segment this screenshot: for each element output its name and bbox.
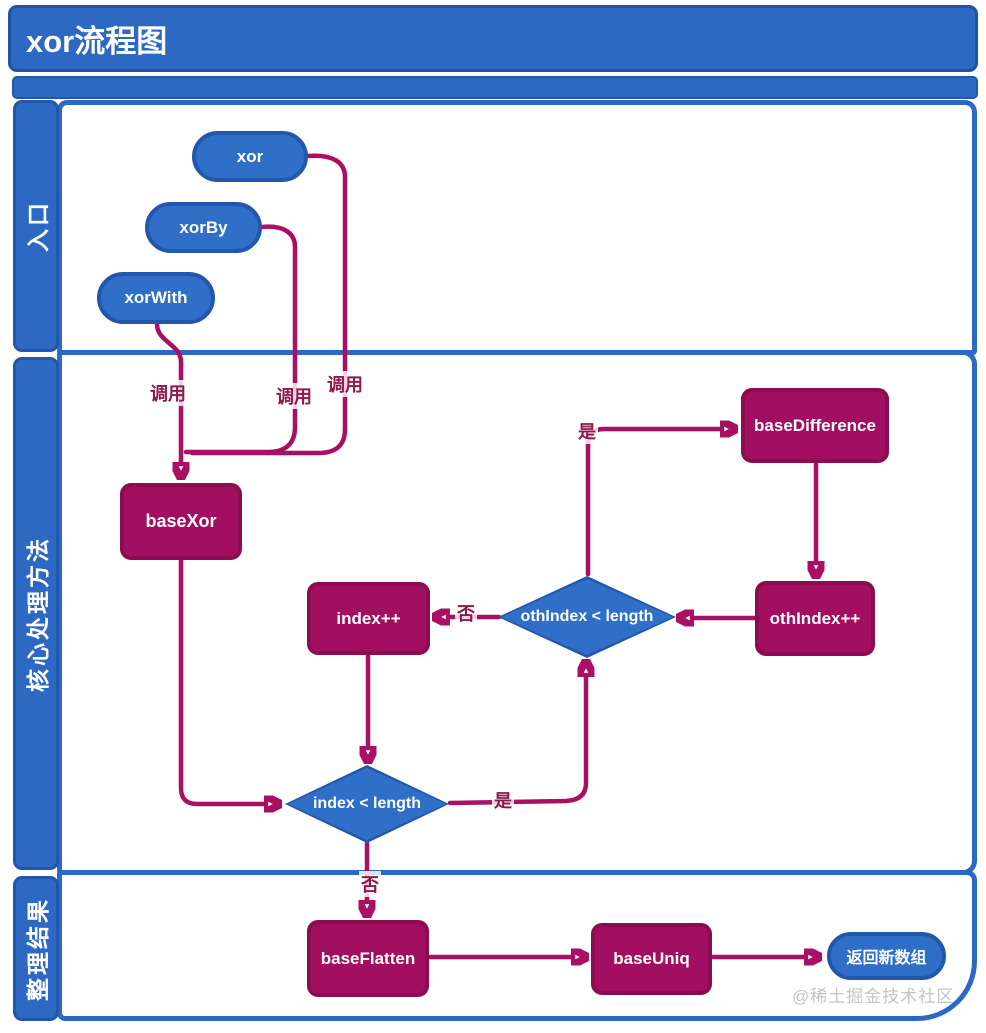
edge-othindexcond-yes-to-basedifference	[585, 429, 722, 577]
edge-xor-join	[189, 153, 348, 456]
node-xorby[interactable]: xorBy	[145, 202, 262, 253]
lane-label-core: 核心处理方法	[13, 357, 59, 870]
node-return-new-array[interactable]: 返回新数组	[827, 932, 946, 980]
edge-indexcond-yes-to-othindexcond	[447, 675, 586, 806]
node-baseflatten[interactable]: baseFlatten	[307, 920, 429, 997]
edge-label-call-xorwith: 调用	[148, 380, 188, 406]
node-basedifference[interactable]: baseDifference	[741, 388, 889, 463]
edge-xorby-join	[183, 224, 298, 455]
node-index-inc[interactable]: index++	[307, 582, 430, 655]
lane-label-entry: 入口	[13, 100, 59, 352]
lane-label-result: 整理结果	[13, 876, 59, 1021]
lane-result-area	[57, 870, 977, 1021]
title-bar: xor流程图	[8, 5, 978, 72]
edge-label-no-othindex: 否	[455, 600, 477, 626]
edge-label-yes-othindex: 是	[576, 418, 598, 444]
node-othindex-inc[interactable]: othIndex++	[755, 581, 875, 656]
edge-label-no-index: 否	[359, 871, 381, 897]
node-othindex-cond[interactable]: othIndex < length	[498, 576, 676, 658]
diamond-label: index < length	[312, 795, 421, 812]
watermark-text: @稀土掘金技术社区	[792, 987, 955, 1006]
diamond-label: othIndex < length	[520, 608, 654, 625]
node-xor[interactable]: xor	[192, 131, 308, 182]
edge-xorwith-to-basexor	[154, 321, 181, 464]
edge-label-call-xorby: 调用	[274, 383, 314, 409]
node-index-cond[interactable]: index < length	[285, 765, 449, 843]
frame-top-band	[12, 76, 978, 99]
edge-basexor-to-indexcond	[178, 557, 266, 804]
node-basexor[interactable]: baseXor	[120, 483, 242, 560]
page-title: xor流程图	[26, 24, 168, 59]
edge-label-call-xor: 调用	[325, 371, 365, 397]
node-xorwith[interactable]: xorWith	[97, 272, 215, 324]
node-baseuniq[interactable]: baseUniq	[591, 923, 712, 995]
edge-label-yes-index: 是	[492, 787, 514, 813]
